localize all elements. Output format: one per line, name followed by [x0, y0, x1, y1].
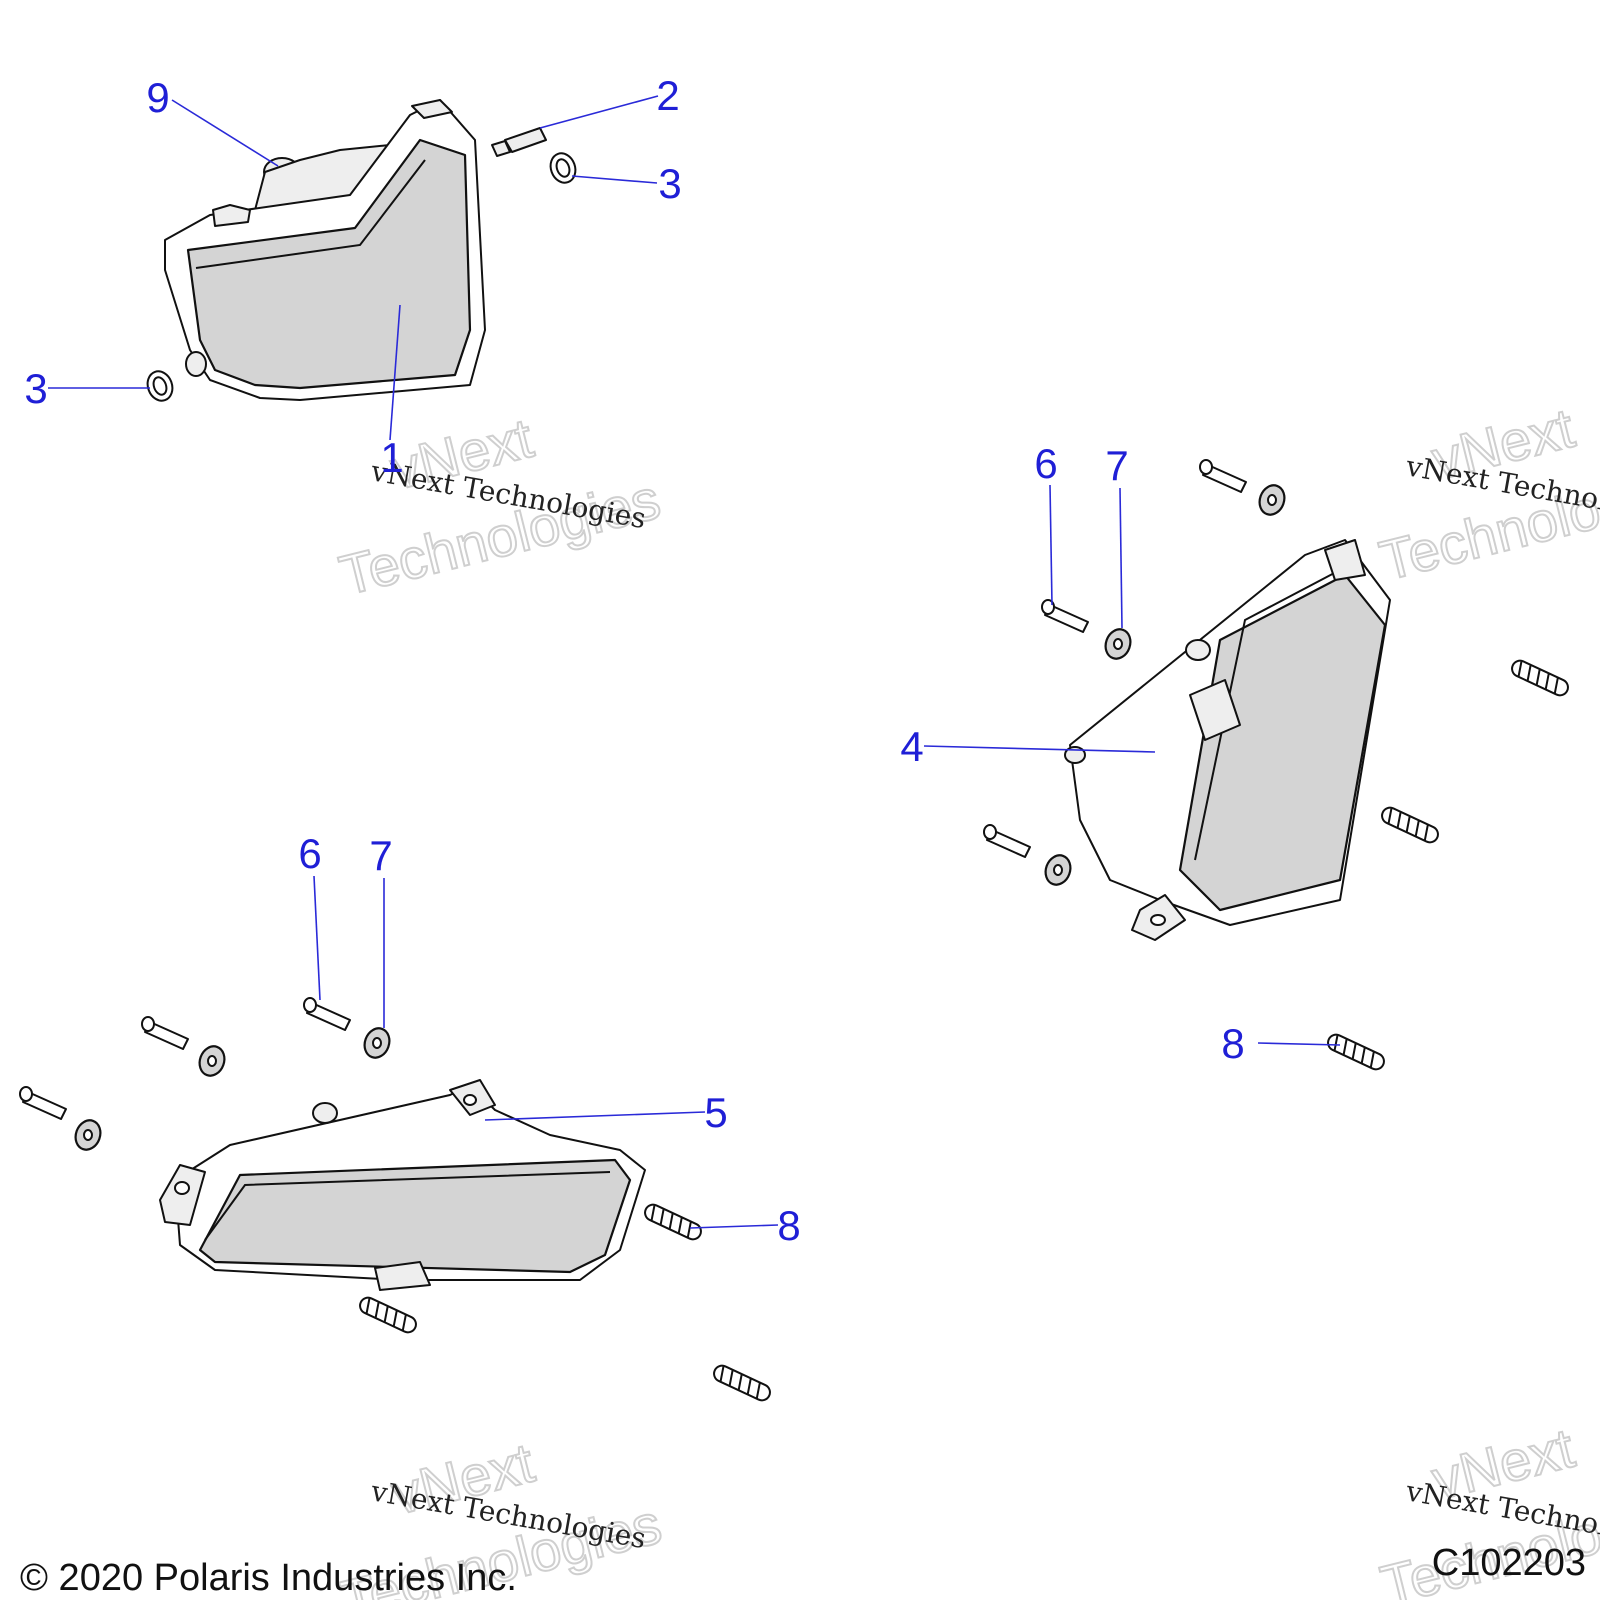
callout-number: 5	[704, 1089, 727, 1136]
connector-bottom	[374, 1261, 431, 1291]
leader-8-left	[689, 1224, 779, 1229]
copyright-notice: © 2020 Polaris Industries Inc.	[20, 1557, 517, 1599]
housing-tab-top	[411, 99, 453, 119]
callout-number: 8	[777, 1202, 800, 1249]
leader-lines	[48, 95, 1341, 1229]
callout-labels: 9 2 3 3 1 6 7 4 6 7 5 8 8	[24, 72, 1244, 1249]
spring	[359, 1296, 417, 1334]
leader-1	[389, 304, 401, 441]
bolt-head	[141, 1016, 155, 1032]
leader-9	[171, 99, 279, 167]
lens-edge-right	[1194, 569, 1341, 861]
springs-part-8	[359, 659, 1569, 1402]
bolt-head	[1199, 459, 1213, 475]
mount-hole	[463, 1094, 477, 1106]
callout-number: 2	[656, 72, 679, 119]
leader-6-right	[1049, 484, 1053, 606]
connector	[312, 1102, 338, 1124]
leader-2	[539, 95, 659, 129]
headlight-part-4	[983, 459, 1391, 941]
pin-part-2	[504, 127, 547, 153]
grommet-hole	[555, 158, 571, 178]
housing-tab	[212, 204, 251, 227]
leader-7-right	[1119, 487, 1123, 629]
connector	[1185, 639, 1211, 661]
washer-hole	[1113, 638, 1123, 650]
bolt-head	[19, 1086, 33, 1102]
leader-5	[484, 1111, 706, 1121]
mount-hole	[174, 1181, 190, 1195]
callout-number: 6	[1034, 440, 1057, 487]
spring	[644, 1203, 702, 1241]
pin-part-2-tip	[491, 140, 511, 157]
lens-edge	[195, 159, 426, 269]
mount-hole	[1150, 914, 1166, 926]
bolt-head	[1041, 599, 1055, 615]
washer-hole	[1267, 494, 1277, 506]
headlight-housing-part-1	[146, 99, 577, 402]
callout-number: 9	[146, 74, 169, 121]
headlight-lens-right	[1178, 573, 1387, 912]
headlight-lens-left	[198, 1158, 632, 1274]
callout-number: 3	[658, 160, 681, 207]
callout-number: 7	[1105, 442, 1128, 489]
spring	[713, 1364, 771, 1402]
callout-number: 4	[900, 723, 923, 770]
callout-number: 7	[369, 832, 392, 879]
grommet-hole	[152, 376, 168, 396]
callout-number: 8	[1221, 1020, 1244, 1067]
mount-boss	[1189, 679, 1241, 741]
washer-hole	[83, 1129, 93, 1141]
headlight-part-5	[19, 997, 646, 1291]
leader-6-left	[313, 875, 321, 1001]
leader-8-right	[1257, 1042, 1341, 1046]
leader-3-right	[571, 175, 658, 184]
leader-4	[923, 745, 1156, 753]
lens-edge-left	[204, 1171, 611, 1241]
washer-hole	[1053, 864, 1063, 876]
spring	[1511, 659, 1569, 697]
housing-pin	[185, 351, 207, 377]
callout-number: 3	[24, 365, 47, 412]
callout-number: 6	[298, 830, 321, 877]
headlight-lens	[186, 138, 472, 390]
mount-tab-left	[159, 1164, 206, 1226]
callout-number: 1	[380, 434, 403, 481]
bolt-head	[983, 824, 997, 840]
adjust-screw	[1064, 746, 1086, 764]
washer-hole	[207, 1055, 217, 1067]
spring	[1327, 1033, 1385, 1071]
mount-tab-top	[1324, 539, 1366, 581]
spring	[1381, 806, 1439, 844]
diagram-id: C102203	[1432, 1542, 1586, 1584]
washer-hole	[372, 1037, 382, 1049]
bolt-head	[303, 997, 317, 1013]
